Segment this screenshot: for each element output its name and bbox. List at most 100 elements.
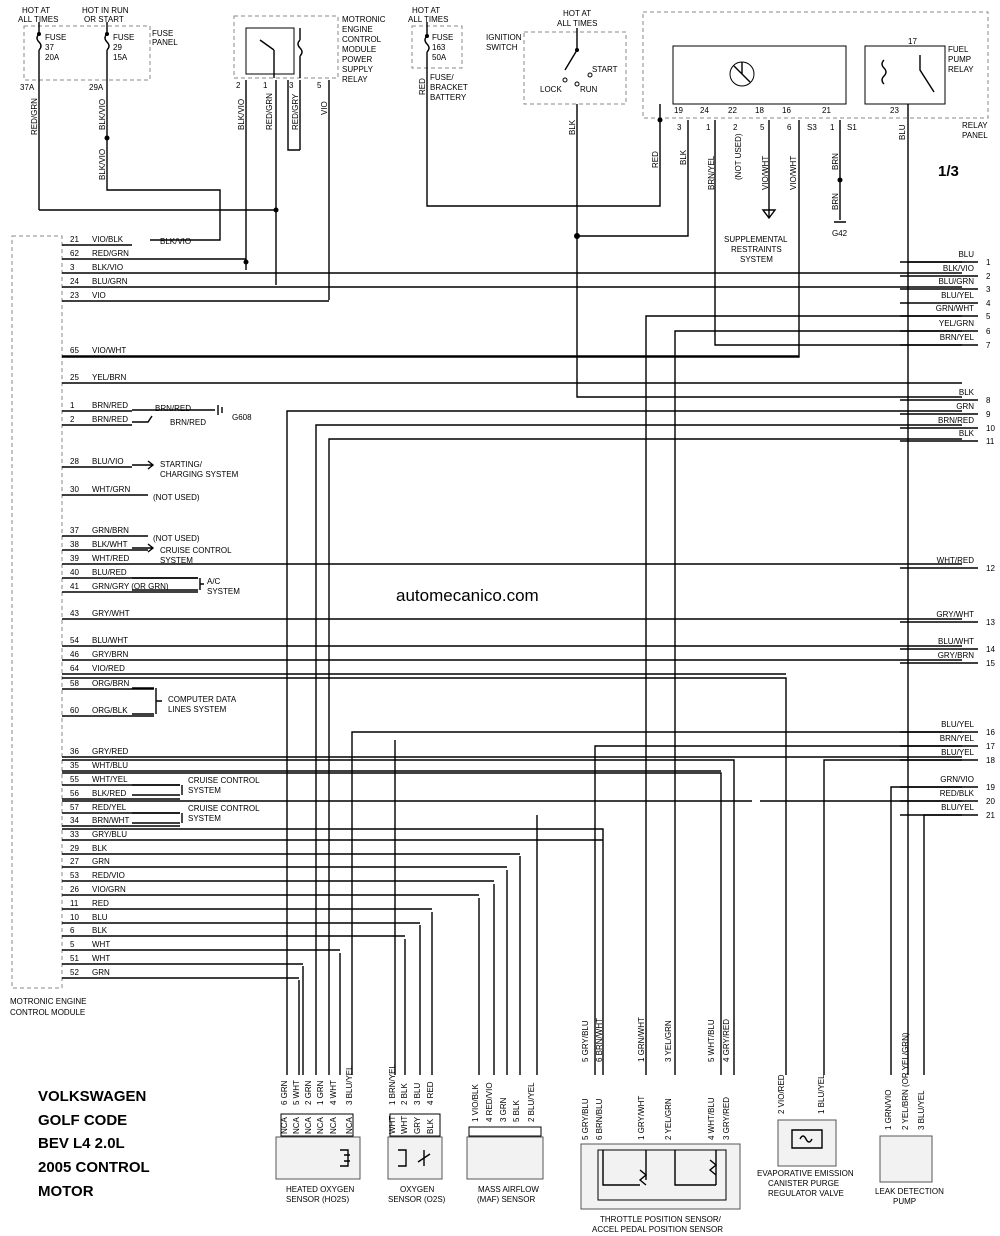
ecm-pin-wire: VIO/RED [92,664,125,673]
evap-title-a: EVAPORATIVE EMISSION [757,1169,854,1178]
leak-pump [879,1135,933,1183]
fuse29-b: 29 [113,43,122,52]
wire-brnred-10 [315,424,962,1075]
ho2s-pin: 3 BLU/YEL [345,1065,354,1105]
ho2s-pin: 5 WHT [292,1080,301,1105]
relay-pin-3: 3 [289,81,294,90]
rp-pin-23: 23 [890,106,899,115]
right-ref-wire: WHT/RED [937,556,975,565]
relay-label-5: POWER [342,55,372,64]
right-ref-wire: GRN/VIO [940,775,974,784]
arrow-cruise2 [132,784,183,796]
fuse-bracket-b: BRACKET [430,83,468,92]
maf-pin: 4 RED/VIO [485,1082,494,1122]
right-ref-number: 10 [986,424,995,433]
ecm-pin-number: 54 [70,636,79,645]
rp-wire-brnyel: BRN/YEL [707,155,716,190]
relay-wire-label-2: RED/GRN [265,93,274,130]
ecm-label-1: MOTRONIC ENGINE [10,997,86,1006]
rp-wire-blu: BLU [898,124,907,140]
side-blkvio: BLK/VIO [160,237,191,246]
right-ref-wire: BLU/YEL [941,803,974,812]
wire-blk-ign: BLK [568,119,577,135]
wire-blkvio-2: BLK/VIO [98,149,107,180]
ho2s-pin: 4 WHT [329,1080,338,1105]
right-ref-wire: BLK [959,388,975,397]
fuse163-a: FUSE [432,33,453,42]
tps-bot-pin: 6 BRN/BLU [595,1098,604,1140]
side-ac-a: A/C [207,577,221,586]
right-ref-wire: YEL/GRN [939,319,974,328]
wire-bluyel-18 [823,759,962,1075]
tps-sensor [580,1143,741,1210]
ecm-pin-wire: WHT [92,940,110,949]
ho2s-nca: NCA [304,1116,313,1134]
ecm-pin-number: 36 [70,747,79,756]
right-side-refs: BLU1BLK/VIO2BLU/GRN3BLU/YEL4GRN/WHT5YEL/… [900,250,995,820]
right-ref-number: 6 [986,327,991,336]
wire-whtblu [62,772,722,1075]
o2s-conn-color: BLK [426,1118,435,1134]
wire-brnyel-17 [594,745,962,1075]
title-line-4: 2005 CONTROL [38,1159,150,1176]
relay-pin-2: 2 [236,81,241,90]
side-notused1: (NOT USED) [153,493,200,502]
fuse-panel-b: PANEL [152,38,178,47]
rp-pin-24: 24 [700,106,709,115]
side-cruise1-a: CRUISE CONTROL [160,546,232,555]
o2s-pin: 4 RED [426,1081,435,1105]
evap-body [777,1119,837,1167]
relay-label-4: MODULE [342,45,376,54]
ho2s-nca: NCA [316,1116,325,1134]
ecm-pin-number: 58 [70,679,79,688]
ecm-pin-wire: ORG/BLK [92,706,128,715]
ecm-pin-number: 43 [70,609,79,618]
ecm-pin-number: 64 [70,664,79,673]
right-ref-wire: BLU/WHT [938,637,974,646]
right-ref-wire: BLU [958,250,974,259]
ecm-pin-wire: RED/VIO [92,871,125,880]
maf-title-a: MASS AIRFLOW [478,1185,539,1194]
tps-top-pin: 4 GRY/RED [722,1019,731,1062]
ecm-pin-wire: VIO [92,291,106,300]
ecm-pin-wire: RED/GRN [92,249,129,258]
right-ref-number: 16 [986,728,995,737]
right-ref-number: 19 [986,783,995,792]
ecm-pin-number: 38 [70,540,79,549]
tps-bot-pin: 5 GRY/BLU [581,1098,590,1140]
fpr-a: FUEL [948,45,969,54]
ecm-pin-wire: RED [92,899,109,908]
rp-wire-red: RED [651,151,660,168]
ecm-pin-number: 26 [70,885,79,894]
right-ref-number: 13 [986,618,995,627]
right-ref-wire: GRN/WHT [936,304,974,313]
tps-top-pin: 5 WHT/BLU [707,1019,716,1062]
evap-pin: 2 VIO/RED [777,1074,786,1114]
fuel-pump-relay-box [864,45,946,105]
ho2s-title-a: HEATED OXYGEN [286,1185,355,1194]
leak-pin: 3 BLU/YEL [917,1090,926,1130]
rp-wire-viowht2: VIO/WHT [789,156,798,190]
ign-switch-box [523,31,627,105]
rp-wire-brnyel-path [714,120,962,346]
fuse-panel-box [23,25,151,81]
ecm-pin-number: 46 [70,650,79,659]
fuse-bracket-a: FUSE/ [430,73,454,82]
ign-start-contact [587,72,593,78]
maf-pin: 5 BLK [512,1100,521,1122]
rp-bpin-1b: 1 [830,123,835,132]
g42-label: G42 [832,229,848,238]
rp-dot-19 [657,117,663,123]
fuse163-wire [424,22,661,207]
ecm-pin-wire: BLU/GRN [92,277,128,286]
right-ref-wire: BLU/GRN [938,277,974,286]
side-ac-b: SYSTEM [207,587,240,596]
o2s-sensor [387,1113,443,1180]
relay-wire-label-3: RED/GRY [291,93,300,130]
right-ref-number: 8 [986,396,991,405]
relay-wire-label-1: BLK/VIO [237,99,246,130]
leak-title-b: PUMP [893,1197,916,1206]
right-ref-number: 11 [986,437,995,446]
wire-viored-evap [62,677,787,1075]
ecm-pin-number: 57 [70,803,79,812]
